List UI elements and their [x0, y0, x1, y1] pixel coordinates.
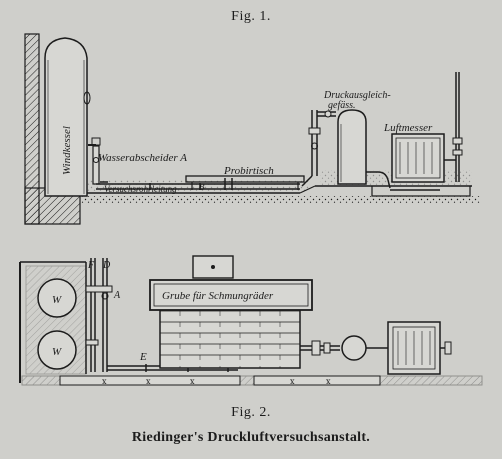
luftmesser-pit: [371, 186, 471, 197]
grube-label: Grube für Schmungräder: [162, 290, 274, 302]
svg-text:x: x: [102, 377, 107, 386]
wasserabscheider-label: Wasserabscheider A: [98, 152, 187, 164]
grube-pit: [149, 279, 313, 369]
connecting-pipe: [301, 110, 336, 187]
druckausgleichgefaess: [337, 109, 391, 189]
d-marker: D: [102, 260, 111, 271]
svg-text:x: x: [326, 377, 331, 386]
luftmesser: [391, 72, 463, 183]
w-tank-top: [37, 278, 77, 318]
fig1-drawing: Windkessel Wasserabscheider A Versuchsro…: [24, 33, 480, 225]
w-tank-bottom: [37, 330, 77, 370]
fig2-floor-strip: x x x x x: [21, 375, 483, 386]
w-tank-bottom-label: W: [52, 346, 62, 358]
versuchsrohrleitung-label: Versuchsrohrleitung: [104, 184, 177, 194]
svg-text:x: x: [146, 377, 151, 386]
b-marker: B: [199, 182, 205, 192]
fig2-drawing: W W F D A E: [19, 255, 483, 386]
windkessel-label: Windkessel: [61, 126, 73, 175]
fig1-wall: [24, 33, 81, 225]
fig1-title: Fig. 1.: [231, 9, 271, 24]
svg-text:x: x: [190, 377, 195, 386]
luftmesser-label: Luftmesser: [383, 122, 433, 134]
fig2-title: Fig. 2.: [231, 405, 271, 420]
gear-housing-box: [192, 255, 234, 279]
druckausgleich-label-line2: gefäss.: [328, 100, 356, 111]
probirtisch: [185, 175, 305, 190]
f-marker: F: [87, 260, 95, 271]
w-tank-top-label: W: [52, 294, 62, 306]
windkessel-tank: [44, 37, 91, 197]
druckausgleich-label-line1: Druckausgleich-: [323, 90, 391, 101]
plate-caption: Riedinger's Druckluftversuchsanstalt.: [131, 430, 371, 445]
a-marker: A: [113, 290, 121, 301]
probirtisch-label: Probirtisch: [223, 165, 274, 177]
versuchsrohrleitung: [96, 183, 300, 190]
svg-text:x: x: [290, 377, 295, 386]
fig2-right-apparatus: [300, 321, 452, 375]
e-marker: E: [139, 351, 147, 363]
fig2-vertical-pipes: [85, 258, 113, 372]
